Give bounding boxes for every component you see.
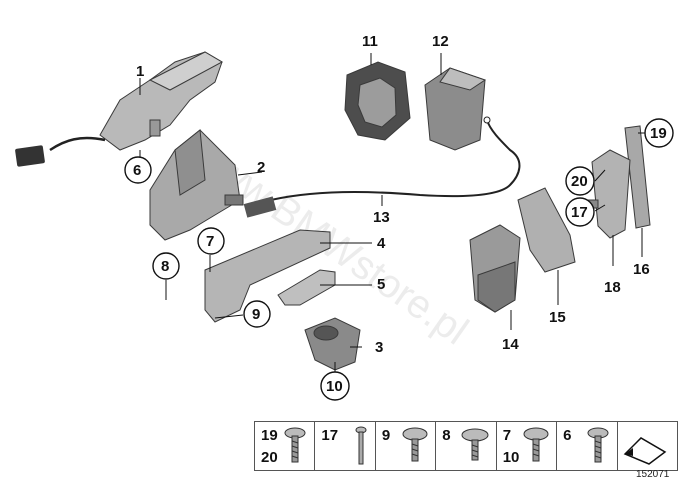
legend-number: 7	[502, 427, 512, 444]
orientation-arrow-icon	[623, 437, 667, 465]
callout-19: 19	[650, 125, 667, 142]
callout-17-circle: 17	[565, 197, 595, 227]
callout-14: 14	[502, 336, 519, 353]
callout-20-circle: 20	[565, 166, 595, 196]
callout-9: 9	[252, 306, 260, 323]
part-3-lock-cylinder	[304, 317, 361, 371]
part-1-cable	[15, 136, 106, 167]
callout-5: 5	[377, 276, 385, 293]
legend-number: 6	[563, 427, 572, 444]
callout-7-circle: 7	[197, 227, 225, 255]
callout-8-circle: 8	[152, 252, 180, 280]
callout-13: 13	[373, 209, 390, 226]
callout-10-circle: 10	[320, 371, 350, 401]
callout-19-circle: 19	[644, 118, 674, 148]
long-pin-icon	[355, 426, 367, 465]
part-7-mounting-plate	[204, 229, 331, 323]
legend-cell-9: 9	[376, 422, 437, 470]
torx-screw-icon	[284, 427, 306, 463]
callout-12: 12	[432, 33, 449, 50]
flange-screw-icon	[523, 427, 549, 462]
part-11-grommet	[344, 61, 411, 141]
callout-3: 3	[375, 339, 383, 356]
callout-9-circle: 9	[243, 300, 271, 328]
callout-6-circle: 6	[124, 156, 152, 184]
legend-cell-arrow	[618, 422, 677, 470]
legend-number: 20	[261, 449, 278, 466]
legend-number: 9	[381, 427, 391, 444]
legend-cell-6: 6	[557, 422, 618, 470]
callout-16: 16	[633, 261, 650, 278]
callout-7: 7	[206, 233, 214, 250]
legend-cell-7-10: 7 10	[497, 422, 558, 470]
part-14-motor	[469, 224, 521, 313]
callout-11: 11	[362, 33, 378, 50]
legend-number: 8	[442, 427, 451, 444]
part-16-strip	[624, 125, 651, 229]
legend-cell-17: 17	[315, 422, 376, 470]
part-1-actuator	[99, 51, 224, 151]
diagram-number: 152071	[636, 469, 670, 480]
legend-cell-19-20: 19 20	[255, 422, 316, 470]
torx-screw-icon	[587, 427, 609, 463]
callout-4: 4	[377, 235, 386, 252]
callout-10: 10	[326, 378, 343, 395]
callout-20: 20	[571, 173, 588, 190]
legend-cell-8: 8	[436, 422, 497, 470]
part-12-latch	[424, 67, 487, 151]
pan-screw-icon	[402, 427, 428, 462]
callout-2: 2	[257, 159, 265, 176]
callout-15: 15	[549, 309, 566, 326]
fastener-legend: 19 20 17 9 8 7 10	[254, 421, 678, 471]
callout-1: 1	[136, 63, 144, 80]
callout-17: 17	[571, 204, 588, 221]
legend-number: 19	[261, 427, 278, 444]
callout-6: 6	[133, 162, 141, 179]
part-15-lock-module	[517, 187, 576, 273]
part-18-striker	[579, 149, 631, 239]
callout-8: 8	[161, 258, 169, 275]
callout-18: 18	[604, 279, 621, 296]
part-13-cable	[243, 116, 521, 218]
part-2-bracket	[149, 129, 244, 241]
leader-lines	[139, 53, 645, 372]
washer-screw-icon	[461, 428, 489, 461]
part-5-plate	[277, 269, 336, 306]
legend-number: 10	[502, 449, 520, 466]
legend-number: 17	[321, 427, 339, 444]
